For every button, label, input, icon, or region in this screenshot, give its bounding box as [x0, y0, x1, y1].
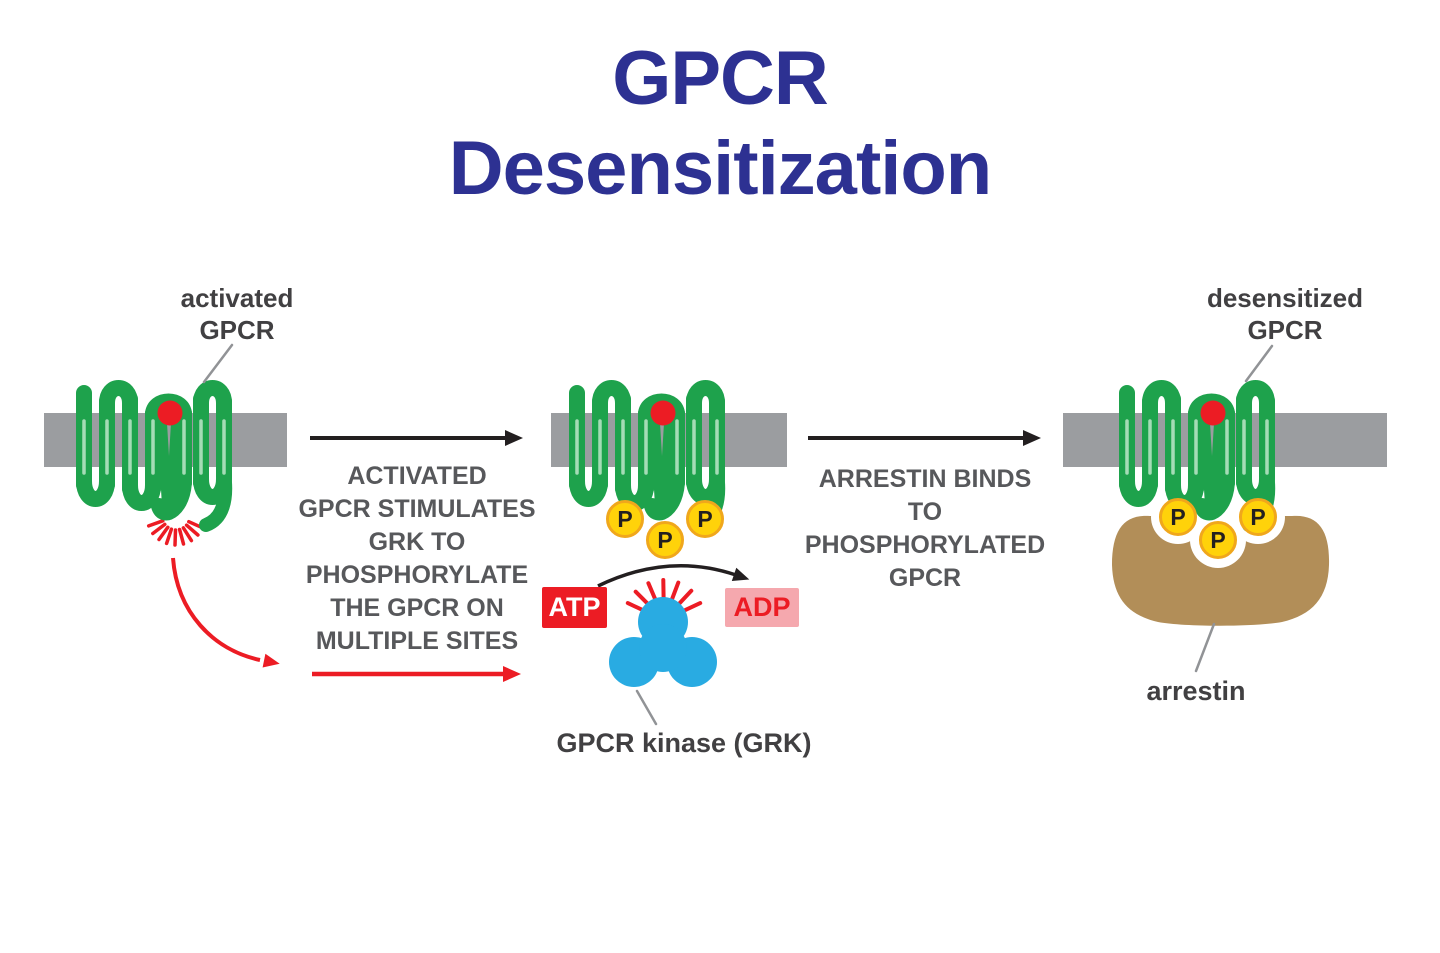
atp-adp-arrow — [597, 563, 750, 588]
atp-box: ATP — [542, 587, 607, 628]
step1-caption-line-2: GPCR STIMULATES — [298, 495, 536, 523]
step2-caption-line-3: PHOSPHORYLATED — [804, 531, 1046, 559]
phosphates-right: P P P — [1159, 498, 1277, 559]
activation-curved-arrow — [171, 557, 280, 668]
step2-arrow — [808, 430, 1041, 446]
step1-caption: ACTIVATED GPCR STIMULATES GRK TO PHOSPHO… — [267, 460, 567, 658]
kinase-label: GPCR kinase (GRK) — [556, 728, 812, 758]
step2-caption: ARRESTIN BINDS TO PHOSPHORYLATED GPCR — [775, 463, 1075, 595]
step1-caption-line-3: GRK TO — [368, 528, 466, 556]
activation-rays-icon — [146, 519, 205, 547]
desensitized-label-line-2: GPCR — [1247, 315, 1323, 345]
phosphate-label: P — [657, 527, 672, 553]
grk-kinase-blob — [609, 597, 717, 687]
step1-caption-line-1: ACTIVATED — [347, 462, 487, 490]
kinase-label-pointer — [635, 689, 658, 726]
page-title: GPCR Desensitization — [0, 34, 1440, 214]
phosphate-label: P — [1210, 527, 1225, 553]
step2-caption-line-1: ARRESTIN BINDS — [818, 465, 1032, 493]
page-title-line-1: GPCR — [612, 36, 829, 121]
phosphates-middle: P P P — [606, 500, 724, 559]
phosphate-label: P — [617, 506, 632, 532]
receptor-activated — [84, 388, 225, 525]
step1-caption-line-4: PHOSPHORYLATE — [305, 561, 529, 589]
activated-label-line-1: activated — [180, 283, 294, 313]
step1-caption-line-5: THE GPCR ON — [330, 594, 504, 622]
phosphate-label: P — [697, 506, 712, 532]
kinase-rays-icon — [625, 578, 703, 613]
arrestin-label: arrestin — [1146, 676, 1246, 706]
phosphate-label: P — [1250, 504, 1265, 530]
step1-caption-line-6: MULTIPLE SITES — [315, 627, 519, 655]
step2-caption-line-4: GPCR — [888, 564, 962, 592]
page-title-line-2: Desensitization — [448, 126, 992, 211]
desensitized-label-line-1: desensitized — [1206, 283, 1364, 313]
desensitized-gpcr-label: desensitized GPCR — [1185, 282, 1385, 346]
step1-arrow — [310, 430, 523, 446]
activation-straight-arrow — [312, 666, 521, 682]
activated-label-pointer — [202, 343, 234, 384]
step2-caption-line-2: TO — [907, 498, 943, 526]
phosphate-label: P — [1170, 504, 1185, 530]
activated-gpcr-label: activated GPCR — [137, 282, 337, 346]
arrestin-blob — [1112, 515, 1330, 626]
arrestin-label-pointer — [1194, 622, 1216, 673]
activated-label-line-2: GPCR — [199, 315, 275, 345]
desensitized-label-pointer — [1244, 344, 1274, 383]
adp-box: ADP — [725, 588, 799, 627]
